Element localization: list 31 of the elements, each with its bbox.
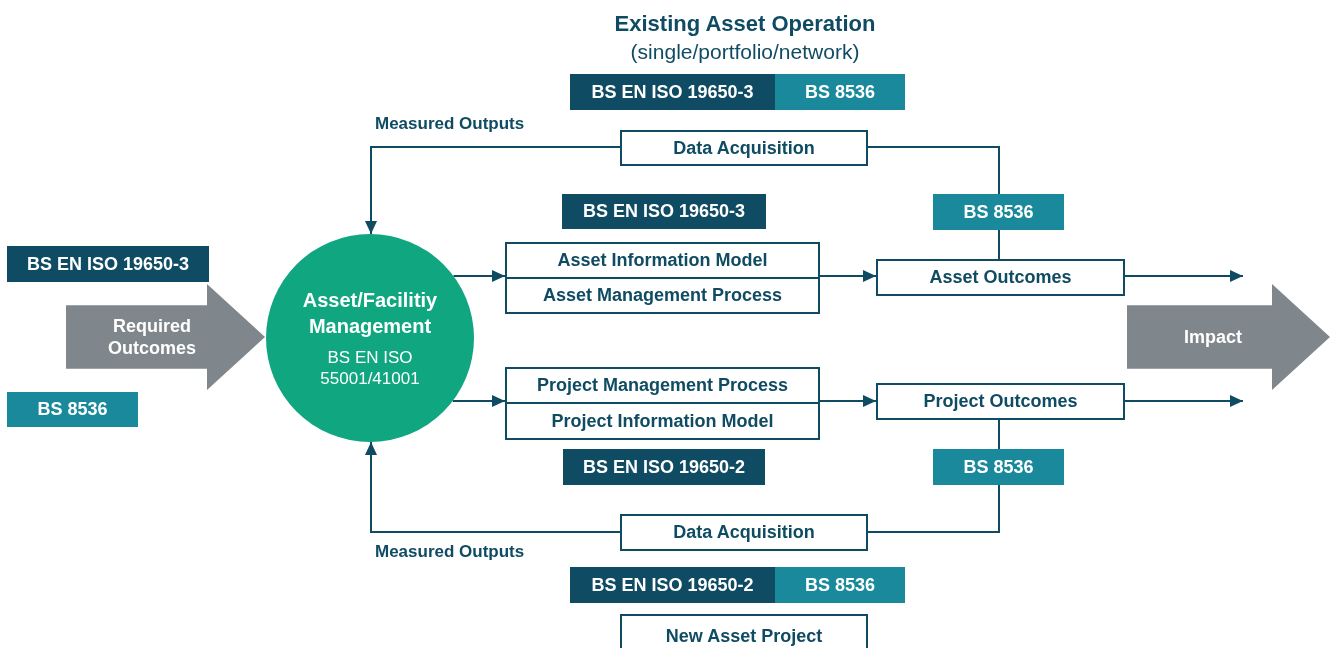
standard-tag: BS EN ISO 19650-2 — [570, 567, 775, 603]
standard-tag: BS EN ISO 19650-3 — [570, 74, 775, 110]
process-box: Project Management Process — [505, 367, 820, 404]
connector-arrow — [451, 395, 506, 407]
connector-arrow — [1124, 270, 1244, 282]
process-box: Asset Management Process — [505, 277, 820, 314]
connector-arrow — [819, 395, 877, 407]
pointed-banner: Required Outcomes — [66, 284, 265, 390]
standard-tag: BS 8536 — [775, 567, 905, 603]
standard-tag: BS 8536 — [933, 194, 1064, 230]
process-box: Project Information Model — [505, 402, 820, 440]
standard-tag: BS 8536 — [933, 449, 1064, 485]
connector-arrow — [1124, 395, 1244, 407]
diagram-title: Existing Asset Operation — [613, 10, 877, 38]
process-box: Project Outcomes — [876, 383, 1125, 420]
process-box: New Asset Project — [620, 614, 868, 648]
connector-arrow — [452, 270, 506, 282]
connector-arrow — [365, 441, 621, 533]
standard-tag: BS EN ISO 19650-3 — [562, 194, 766, 229]
subtitle: (single/portfolio/network) — [629, 39, 861, 65]
process-box: Data Acquisition — [620, 514, 868, 551]
pointed-banner: Impact — [1127, 284, 1330, 390]
standard-tag: BS EN ISO 19650-2 — [563, 449, 765, 485]
process-box: Asset Information Model — [505, 242, 820, 279]
connector-arrow — [819, 270, 877, 282]
connector-arrow — [365, 146, 621, 235]
process-box: Asset Outcomes — [876, 259, 1125, 296]
standard-tag: BS EN ISO 19650-3 — [7, 246, 209, 282]
standard-tag: BS 8536 — [7, 392, 138, 427]
standard-tag: BS 8536 — [775, 74, 905, 110]
process-box: Data Acquisition — [620, 130, 868, 166]
